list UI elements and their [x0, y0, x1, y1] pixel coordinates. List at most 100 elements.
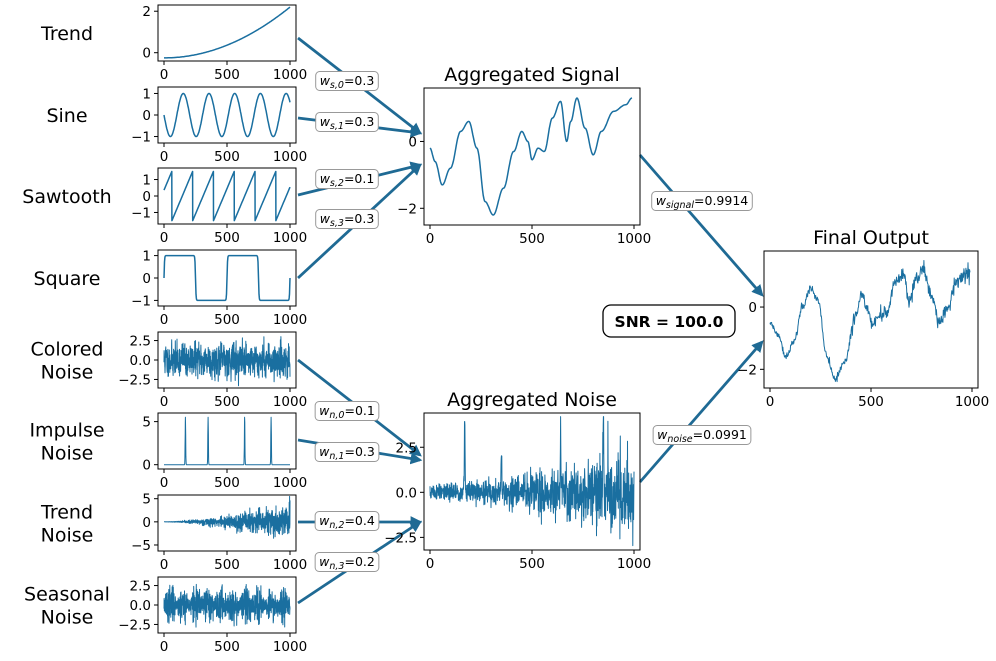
sawtooth-ytick-label: 0 [142, 189, 151, 205]
seasonal-noise-ytick-label: 2.5 [130, 579, 151, 595]
aggregated-signal-ytick-label: 0 [408, 134, 417, 150]
sine-ytick-label: 1 [142, 86, 151, 102]
weight-label-n1: wn,1=0.3 [314, 442, 380, 462]
trend-xtick-label: 1000 [273, 67, 307, 83]
sawtooth-series-line [163, 170, 291, 222]
weight-label-n2-box [314, 511, 380, 531]
weight-label-s2-box [315, 169, 379, 189]
weight-label-n1-text: wn,1=0.3 [319, 444, 375, 462]
trend-xtick-label: 0 [160, 67, 169, 83]
colored-noise-ytick-label: −2.5 [118, 372, 151, 388]
aggregated-signal-xtick-label: 0 [426, 231, 435, 247]
final-output-title: Final Output [813, 227, 929, 249]
weight-labels: ws,0=0.3ws,1=0.3ws,2=0.1ws,3=0.3wn,0=0.1… [314, 71, 753, 572]
weight-label-signal-box [651, 191, 753, 211]
impulse-noise-xtick-label: 0 [160, 475, 169, 491]
trend-noise-row-label: Noise [41, 525, 94, 547]
weight-label-n2-text: wn,2=0.4 [319, 513, 375, 531]
weight-label-n0-box [314, 401, 380, 421]
aggregated-noise-series-line [429, 416, 635, 547]
final-output-ytick-label: −2 [737, 362, 757, 378]
aggregated-noise-ytick-label: −2.5 [384, 530, 417, 546]
weight-label-s0-box [315, 71, 379, 91]
impulse-noise-ytick-label: 0 [142, 458, 151, 474]
colored-noise-ytick-label: 2.5 [130, 334, 151, 350]
sine-ytick-label: 0 [142, 108, 151, 124]
colored-noise-row-label: Noise [41, 362, 94, 384]
square-row-label: Square [34, 268, 101, 290]
weight-label-s1-text: ws,1=0.3 [320, 114, 375, 132]
sine-ytick-label: −1 [131, 130, 151, 146]
trend-axes-frame [157, 4, 297, 62]
final-output-series-line [769, 260, 971, 383]
final-output-xtick-label: 500 [858, 394, 884, 410]
impulse-noise-xtick-label: 1000 [273, 475, 307, 491]
impulse-noise-xtick-label: 500 [214, 475, 240, 491]
sawtooth-xtick-label: 500 [214, 230, 240, 246]
weight-label-s3-text: ws,3=0.3 [320, 211, 375, 229]
signal-to-output-arrow [638, 154, 764, 297]
seasonal-noise-xtick-label: 0 [160, 639, 169, 655]
impulse-noise-axes-frame [157, 412, 297, 470]
trend-row-label: Trend [40, 23, 93, 45]
final-output-ytick-label: 0 [748, 300, 757, 316]
snr-box [602, 304, 736, 338]
weight-label-signal: wsignal=0.9914 [651, 191, 753, 211]
colored-noise-xtick-label: 0 [160, 394, 169, 410]
weight-label-s3-box [315, 209, 379, 229]
aggregated-noise-ytick-label: 2.5 [396, 440, 417, 456]
aggregated-signal-xtick-label: 1000 [617, 231, 651, 247]
aggregated-signal-xtick-label: 500 [519, 231, 545, 247]
colored-noise-xtick-label: 500 [214, 394, 240, 410]
final-output-xtick-label: 0 [766, 394, 775, 410]
impulse-noise-series-line [163, 416, 291, 466]
aggregated-signal-series-line [429, 97, 633, 216]
aggregated-signal-ytick-label: −2 [397, 201, 417, 217]
trend-noise-xtick-label: 500 [214, 557, 240, 573]
sawtooth-xtick-label: 1000 [273, 230, 307, 246]
weight-label-s2-text: ws,2=0.1 [320, 171, 375, 189]
impulse-noise-row-label: Noise [41, 443, 94, 465]
aggregated-noise-ytick-label: 0.0 [396, 485, 417, 501]
sawtooth-ytick-label: 1 [142, 173, 151, 189]
square-series-line [163, 254, 291, 302]
seasonal-noise-xtick-label: 1000 [273, 639, 307, 655]
final-output-xtick-label: 1000 [955, 394, 989, 410]
weight-label-n2: wn,2=0.4 [314, 511, 380, 531]
weight-label-n1-box [314, 442, 380, 462]
square-xtick-label: 500 [214, 312, 240, 328]
trend-ytick-label: 2 [142, 4, 151, 20]
sawtooth-ytick-label: −1 [131, 205, 151, 221]
trend-noise-series-line [163, 495, 291, 539]
seasonal-noise-xtick-label: 500 [214, 639, 240, 655]
final-output-chart: 0 500 1000 −2 0 Final Output [737, 227, 989, 410]
weight-label-n3-box [314, 552, 380, 572]
seasonal-noise-series-line [163, 583, 291, 628]
sawtooth-xtick-label: 0 [160, 230, 169, 246]
trend-xtick-label: 500 [214, 67, 240, 83]
weight-label-noise-text: wnoise=0.0991 [657, 427, 747, 445]
weight-label-s0: ws,0=0.3 [315, 71, 379, 91]
sine-xtick-label: 0 [160, 149, 169, 165]
trend-noise-ytick-label: −5 [131, 538, 151, 554]
snr-label: SNR = 100.0 [615, 313, 724, 331]
square-ytick-label: 1 [142, 249, 151, 265]
colored-noise-xtick-label: 1000 [273, 394, 307, 410]
sine-xtick-label: 1000 [273, 149, 307, 165]
weight-label-s1: ws,1=0.3 [315, 112, 379, 132]
trend-noise-ytick-label: 0 [142, 515, 151, 531]
trend-noise-ytick-label: 5 [142, 492, 151, 508]
sine-series-line [163, 92, 291, 138]
sine-xtick-label: 500 [214, 149, 240, 165]
square-xtick-label: 1000 [273, 312, 307, 328]
trend-noise-xtick-label: 1000 [273, 557, 307, 573]
seasonal-noise-ytick-label: −2.5 [118, 617, 151, 633]
